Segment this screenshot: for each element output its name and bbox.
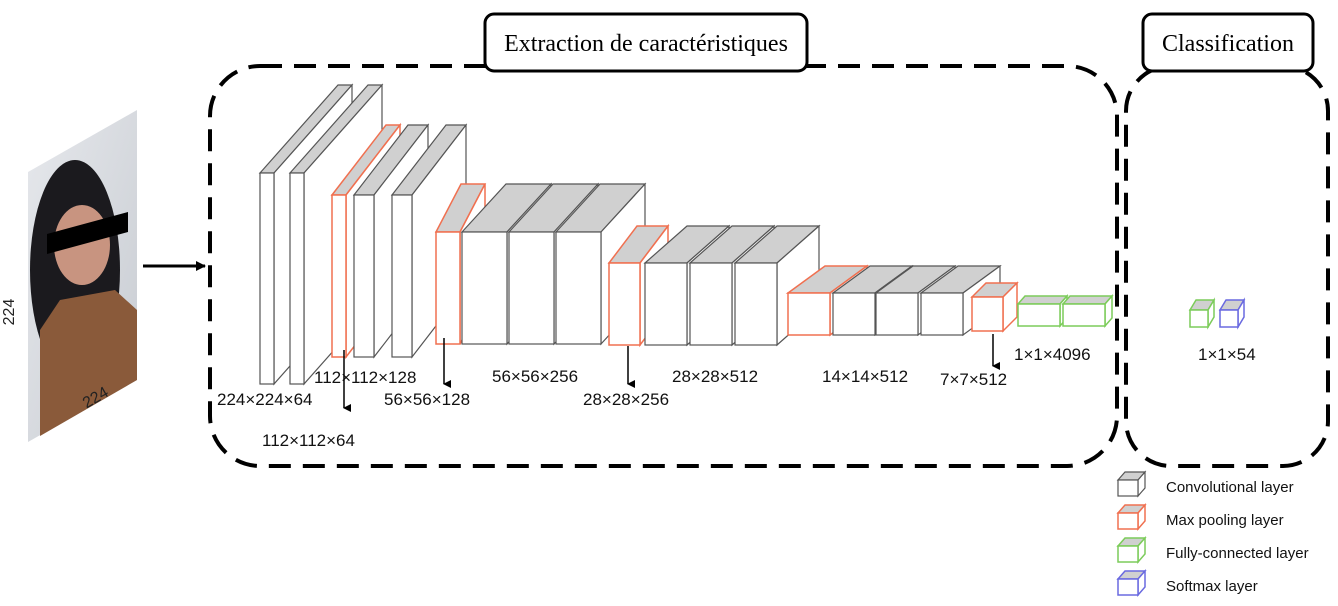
input-height-label: 224 xyxy=(1,299,18,326)
legend-item-softmax: Softmax layer xyxy=(1116,569,1258,597)
fc-layer-3 xyxy=(1188,297,1216,330)
dim-label-56x56x128: 56×56×128 xyxy=(384,390,470,409)
layers xyxy=(258,83,1246,386)
legend-softmax-icon xyxy=(1116,569,1147,597)
legend-label-conv: Convolutional layer xyxy=(1166,479,1294,496)
legend-item-pool: Max pooling layer xyxy=(1116,503,1284,531)
legend-item-conv: Convolutional layer xyxy=(1116,470,1294,498)
feature-extraction-box xyxy=(208,64,1119,468)
conv-layer-7 xyxy=(554,182,647,346)
dim-label-28x28x512: 28×28×512 xyxy=(672,367,758,386)
extraction-title: Extraction de caractéristiques xyxy=(504,31,788,57)
classification-title-box: Classification xyxy=(1141,12,1315,73)
dim-label-28x28x256: 28×28×256 xyxy=(583,390,669,409)
dim-label-7x7x512: 7×7×512 xyxy=(940,370,1007,389)
input-image: 224 224 xyxy=(1,110,137,442)
legend: Convolutional layer Max pooling layer Fu… xyxy=(1116,470,1309,597)
dim-label-112x112x128: 112×112×128 xyxy=(314,368,416,387)
legend-item-fc: Fully-connected layer xyxy=(1116,536,1309,564)
legend-label-fc: Fully-connected layer xyxy=(1166,545,1309,562)
legend-fc-icon xyxy=(1116,536,1147,564)
dim-label-112x112x64: 112×112×64 xyxy=(262,431,355,450)
privacy-bar xyxy=(47,212,128,254)
legend-label-softmax: Softmax layer xyxy=(1166,578,1258,595)
classification-box xyxy=(1124,64,1330,468)
fc-layer-2 xyxy=(1061,294,1114,328)
dim-label-1x1x4096: 1×1×4096 xyxy=(1014,345,1091,364)
legend-label-pool: Max pooling layer xyxy=(1166,512,1284,529)
classification-title: Classification xyxy=(1162,31,1294,57)
legend-pool-icon xyxy=(1116,503,1147,531)
dim-label-14x14x512: 14×14×512 xyxy=(822,367,908,386)
fc-layer-1 xyxy=(1016,294,1069,328)
dim-label-1x1x54: 1×1×54 xyxy=(1198,345,1256,364)
softmax-layer-1 xyxy=(1218,297,1246,330)
extraction-title-box: Extraction de caractéristiques xyxy=(483,12,809,73)
dim-label-224x224x64: 224×224×64 xyxy=(217,390,313,409)
pool-layer-5 xyxy=(970,281,1019,333)
legend-conv-icon xyxy=(1116,470,1147,498)
person-sweater xyxy=(40,290,137,436)
dim-label-56x56x256: 56×56×256 xyxy=(492,367,578,386)
